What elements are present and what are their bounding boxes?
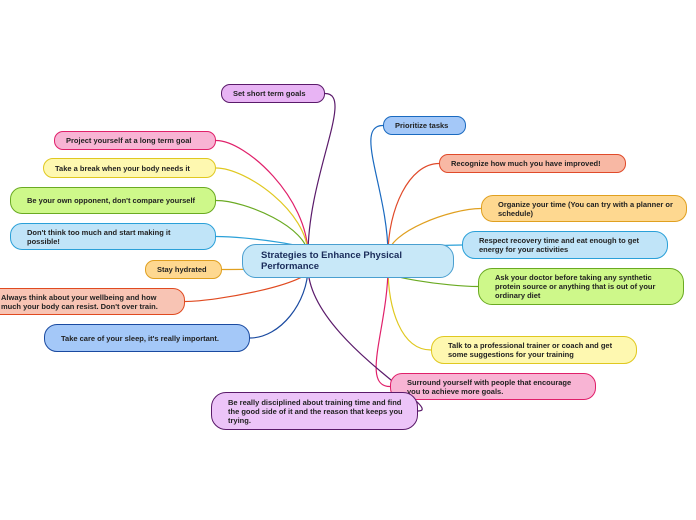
central-topic[interactable]: Strategies to Enhance Physical Performan… bbox=[242, 244, 454, 278]
topic-take-a-break[interactable]: Take a break when your body needs it bbox=[43, 158, 216, 178]
topic-label: Ask your doctor before taking any synthe… bbox=[495, 273, 656, 300]
topic-always-think-wellbeing[interactable]: Always think about your wellbeing and ho… bbox=[0, 288, 185, 315]
connector-recognize-improvement bbox=[387, 162, 440, 256]
topic-surround-yourself[interactable]: Surround yourself with people that encou… bbox=[390, 373, 596, 400]
connector-project-long-term-goal bbox=[215, 139, 309, 256]
topic-label: Be your own opponent, don't compare your… bbox=[27, 196, 196, 205]
topic-label: Always think about your wellbeing and ho… bbox=[1, 292, 158, 311]
connector-be-disciplined bbox=[307, 266, 423, 412]
topic-dont-think-too-much[interactable]: Don't think too much and start making it… bbox=[10, 223, 216, 250]
topic-label: Set short term goals bbox=[233, 89, 306, 98]
topic-ask-your-doctor[interactable]: Ask your doctor before taking any synthe… bbox=[478, 268, 684, 305]
topic-recognize-improvement[interactable]: Recognize how much you have improved! bbox=[439, 154, 626, 173]
topic-respect-recovery[interactable]: Respect recovery time and eat enough to … bbox=[462, 231, 668, 259]
topic-stay-hydrated[interactable]: Stay hydrated bbox=[145, 260, 222, 279]
topic-label: Surround yourself with people that encou… bbox=[407, 377, 572, 396]
topic-label: Organize your time (You can try with a p… bbox=[498, 199, 673, 218]
topic-project-long-term-goal[interactable]: Project yourself at a long term goal bbox=[54, 131, 216, 150]
topic-label: Be really disciplined about training tim… bbox=[228, 397, 403, 425]
central-topic-label: Strategies to Enhance Physical Performan… bbox=[261, 249, 402, 272]
topic-set-short-term-goals[interactable]: Set short term goals bbox=[221, 84, 325, 103]
topic-label: Don't think too much and start making it… bbox=[27, 227, 171, 246]
topic-be-disciplined[interactable]: Be really disciplined about training tim… bbox=[211, 392, 418, 430]
topic-label: Respect recovery time and eat enough to … bbox=[479, 236, 640, 254]
topic-label: Recognize how much you have improved! bbox=[451, 159, 601, 168]
topic-label: Talk to a professional trainer or coach … bbox=[448, 341, 613, 359]
topic-take-care-sleep[interactable]: Take care of your sleep, it's really imp… bbox=[44, 324, 250, 352]
topic-be-your-own-opponent[interactable]: Be your own opponent, don't compare your… bbox=[10, 187, 216, 214]
topic-label: Prioritize tasks bbox=[395, 121, 449, 130]
topic-label: Take a break when your body needs it bbox=[55, 163, 190, 173]
topic-label: Take care of your sleep, it's really imp… bbox=[61, 333, 219, 343]
connector-take-care-sleep bbox=[249, 266, 309, 339]
topic-prioritize-tasks[interactable]: Prioritize tasks bbox=[383, 116, 466, 135]
topic-label: Project yourself at a long term goal bbox=[66, 136, 192, 145]
topic-talk-to-trainer[interactable]: Talk to a professional trainer or coach … bbox=[431, 336, 637, 364]
connector-set-short-term-goals bbox=[307, 92, 336, 256]
topic-organize-your-time[interactable]: Organize your time (You can try with a p… bbox=[481, 195, 687, 222]
connector-talk-to-trainer bbox=[387, 266, 432, 351]
topic-label: Stay hydrated bbox=[157, 265, 207, 274]
connector-prioritize-tasks bbox=[370, 124, 389, 256]
connector-take-a-break bbox=[215, 167, 309, 256]
connector-surround-yourself bbox=[375, 266, 391, 388]
